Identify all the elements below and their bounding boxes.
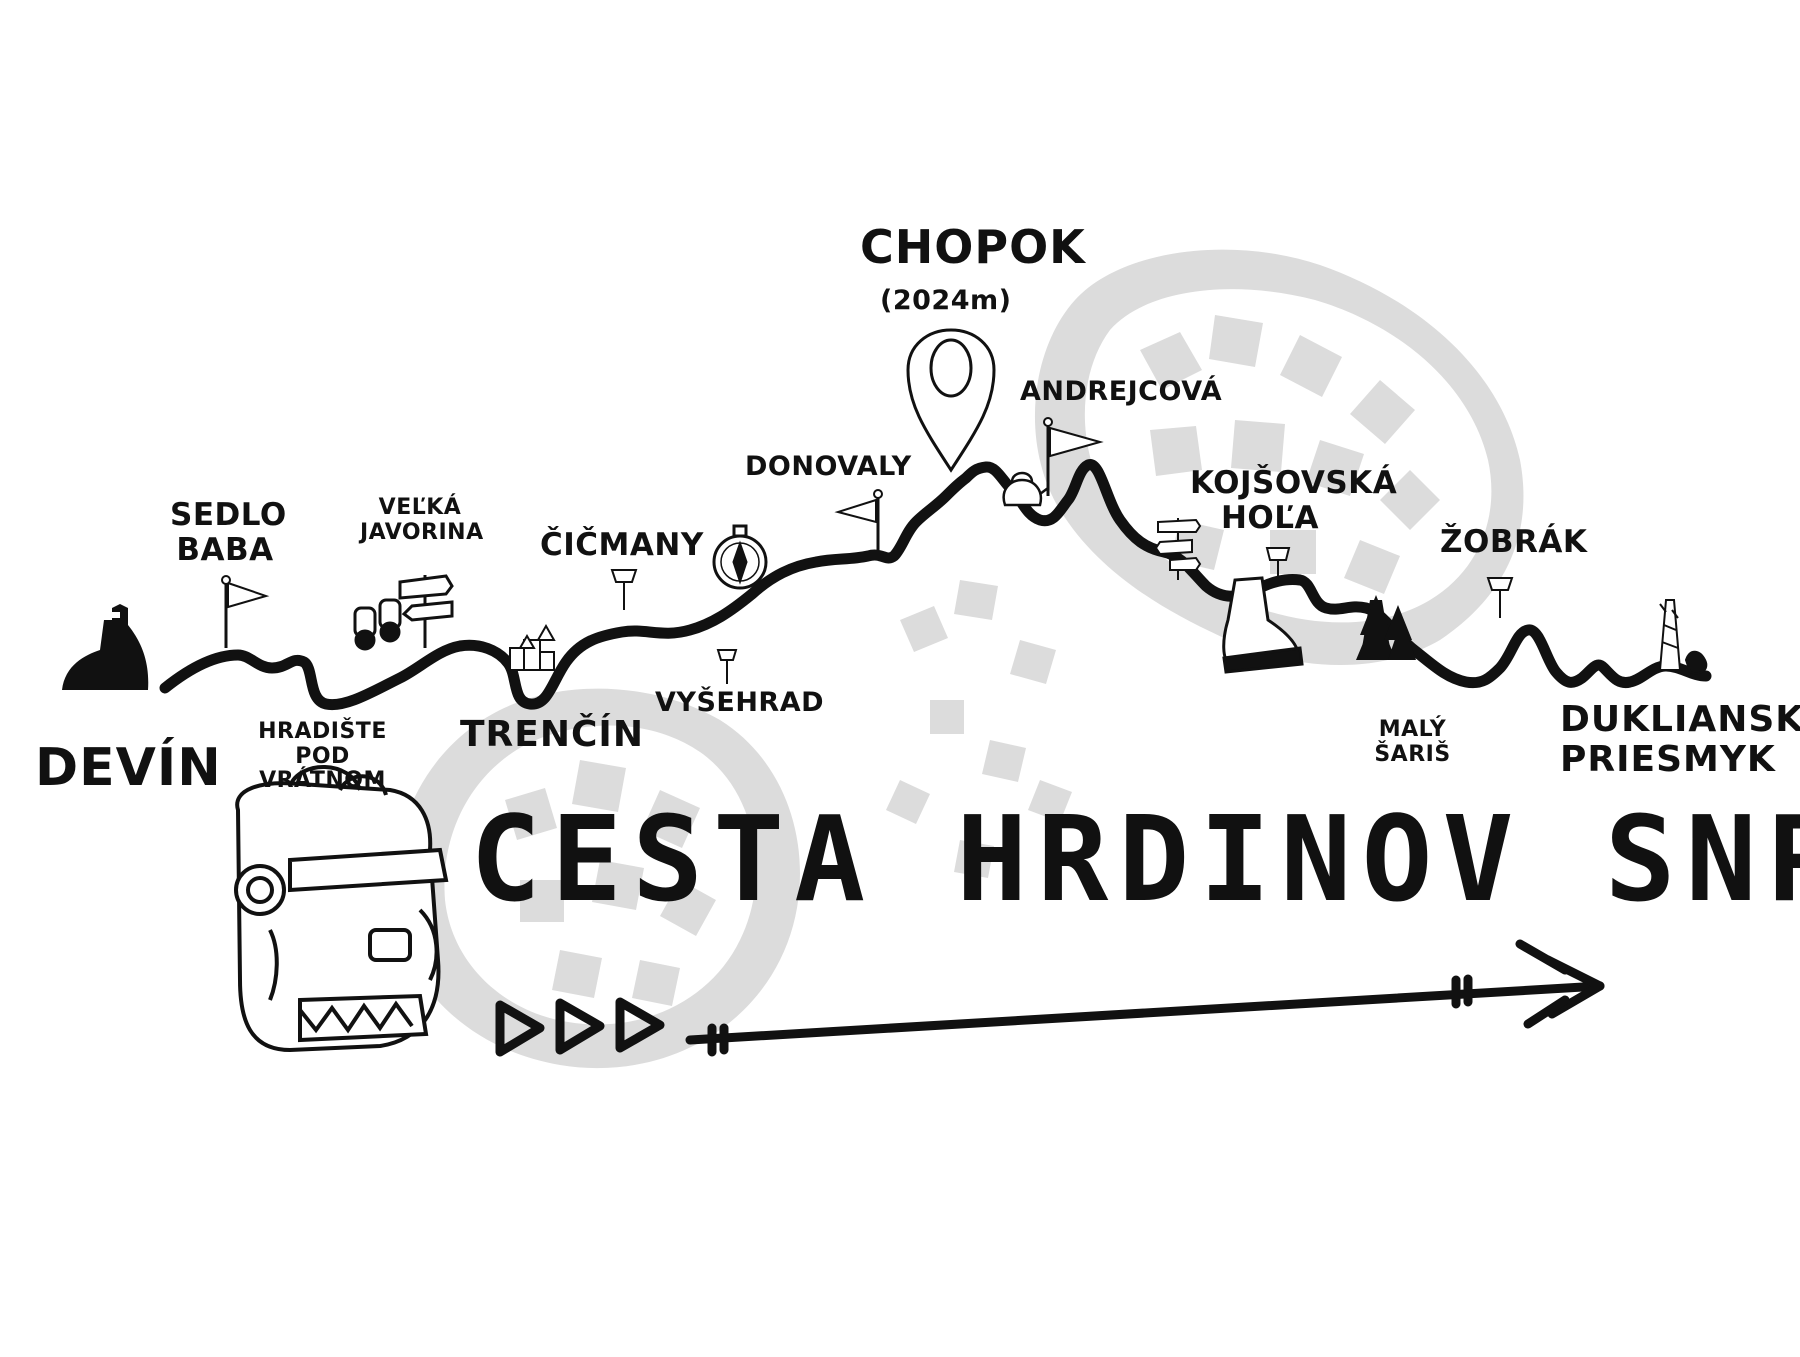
flag-icon xyxy=(1043,417,1104,496)
castle-icon xyxy=(62,604,149,690)
peak-elevation: (2024m) xyxy=(880,285,1012,316)
pin-icon xyxy=(1265,547,1291,584)
kettle-icon xyxy=(1002,471,1049,507)
place-label-maly-saris: MALÝ ŠARIŠ xyxy=(1374,717,1451,767)
place-label-trencin: TRENČÍN xyxy=(460,714,644,755)
place-label-cicmany: ČIČMANY xyxy=(540,527,704,563)
place-label-sedlo-baba: SEDLO BABA xyxy=(170,497,287,568)
binoculars-icon xyxy=(353,598,402,651)
pin-icon xyxy=(1486,577,1514,618)
place-label-vysehrad: VYŠEHRAD xyxy=(655,687,825,718)
place-label-zobrak: ŽOBRÁK xyxy=(1440,524,1588,560)
place-label-andrejcova: ANDREJCOVÁ xyxy=(1020,376,1223,407)
monument-icon xyxy=(1658,599,1708,675)
flag-icon xyxy=(834,489,883,560)
signpost-icon xyxy=(1154,518,1202,580)
place-label-velka-javorina: VEĽKÁ JAVORINA xyxy=(360,495,484,545)
pine-trees-icon xyxy=(1356,595,1416,660)
peak-label-chopok: CHOPOK xyxy=(860,220,1086,274)
town-icon xyxy=(509,623,556,671)
place-label-kojsovska: KOJŠOVSKÁ HOĽA xyxy=(1190,465,1398,536)
arrow-icon xyxy=(495,939,1605,1057)
place-label-duklansky: DUKLIANSKY PRIESMYK xyxy=(1560,699,1800,780)
pin-icon xyxy=(716,649,738,684)
place-label-donovaly: DONOVALY xyxy=(745,451,912,482)
place-label-hradiste: HRADIŠTE POD VRÁTNOM xyxy=(258,719,387,794)
pin-icon xyxy=(610,569,638,610)
backpack-icon xyxy=(234,765,449,1053)
signpost-icon xyxy=(398,574,454,648)
compass-icon xyxy=(712,524,768,590)
map-marker-icon xyxy=(906,328,996,473)
place-label-devin: DEVÍN xyxy=(35,738,222,798)
boot-print-icon xyxy=(394,249,1524,1069)
trail-line xyxy=(159,459,1712,711)
boot-icon xyxy=(1222,576,1304,674)
page-title: CESTA HRDINOV SNP xyxy=(470,790,1800,928)
flag-icon xyxy=(221,575,270,648)
